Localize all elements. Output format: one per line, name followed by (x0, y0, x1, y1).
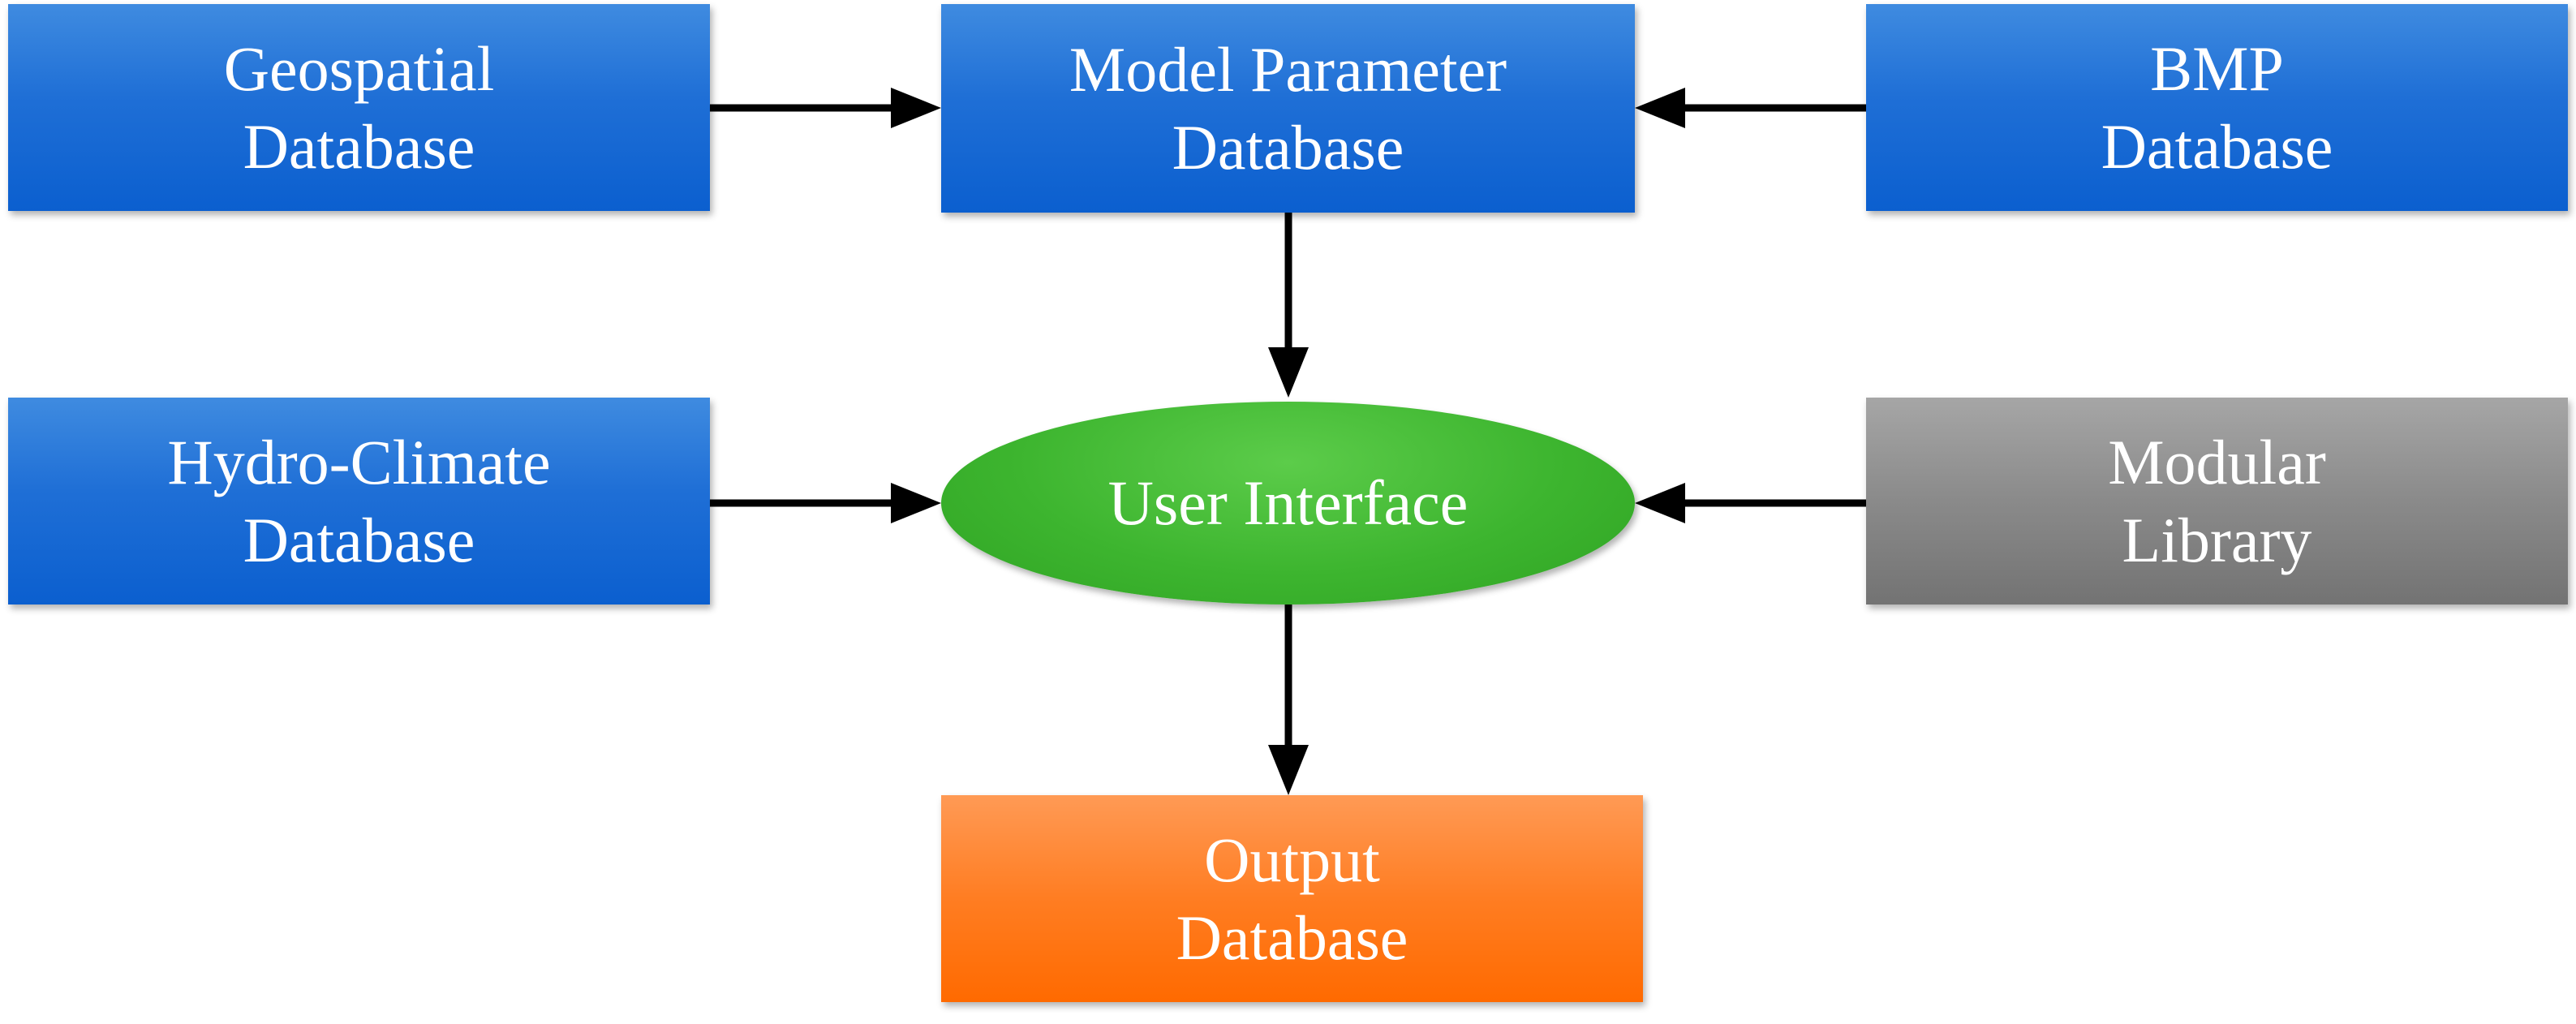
edge-geospatial-to-model-parameter (710, 88, 941, 128)
user-interface-label: User Interface (1107, 467, 1469, 539)
modular-library-label: Modular Library (2108, 427, 2326, 575)
bmp-database-box: BMP Database (1866, 4, 2568, 211)
model-parameter-database-label: Model Parameter Database (1069, 34, 1507, 183)
modular-library-box: Modular Library (1866, 398, 2568, 605)
hydro-climate-database-label: Hydro-Climate Database (167, 427, 551, 575)
edge-bmp-to-model-parameter (1635, 88, 1866, 128)
edge-hydro-climate-to-user-interface (710, 483, 941, 523)
model-parameter-database-box: Model Parameter Database (941, 4, 1635, 213)
user-interface-ellipse: User Interface (941, 402, 1635, 605)
edge-modular-library-to-user-interface (1635, 483, 1866, 523)
edge-model-parameter-to-user-interface (1268, 213, 1309, 398)
output-database-label: Output Database (1176, 824, 1408, 973)
hydro-climate-database-box: Hydro-Climate Database (8, 398, 710, 605)
bmp-database-label: BMP Database (2101, 33, 2333, 182)
geospatial-database-box: Geospatial Database (8, 4, 710, 211)
output-database-box: Output Database (941, 795, 1643, 1002)
edge-user-interface-to-output (1268, 605, 1309, 795)
geospatial-database-label: Geospatial Database (223, 33, 495, 182)
